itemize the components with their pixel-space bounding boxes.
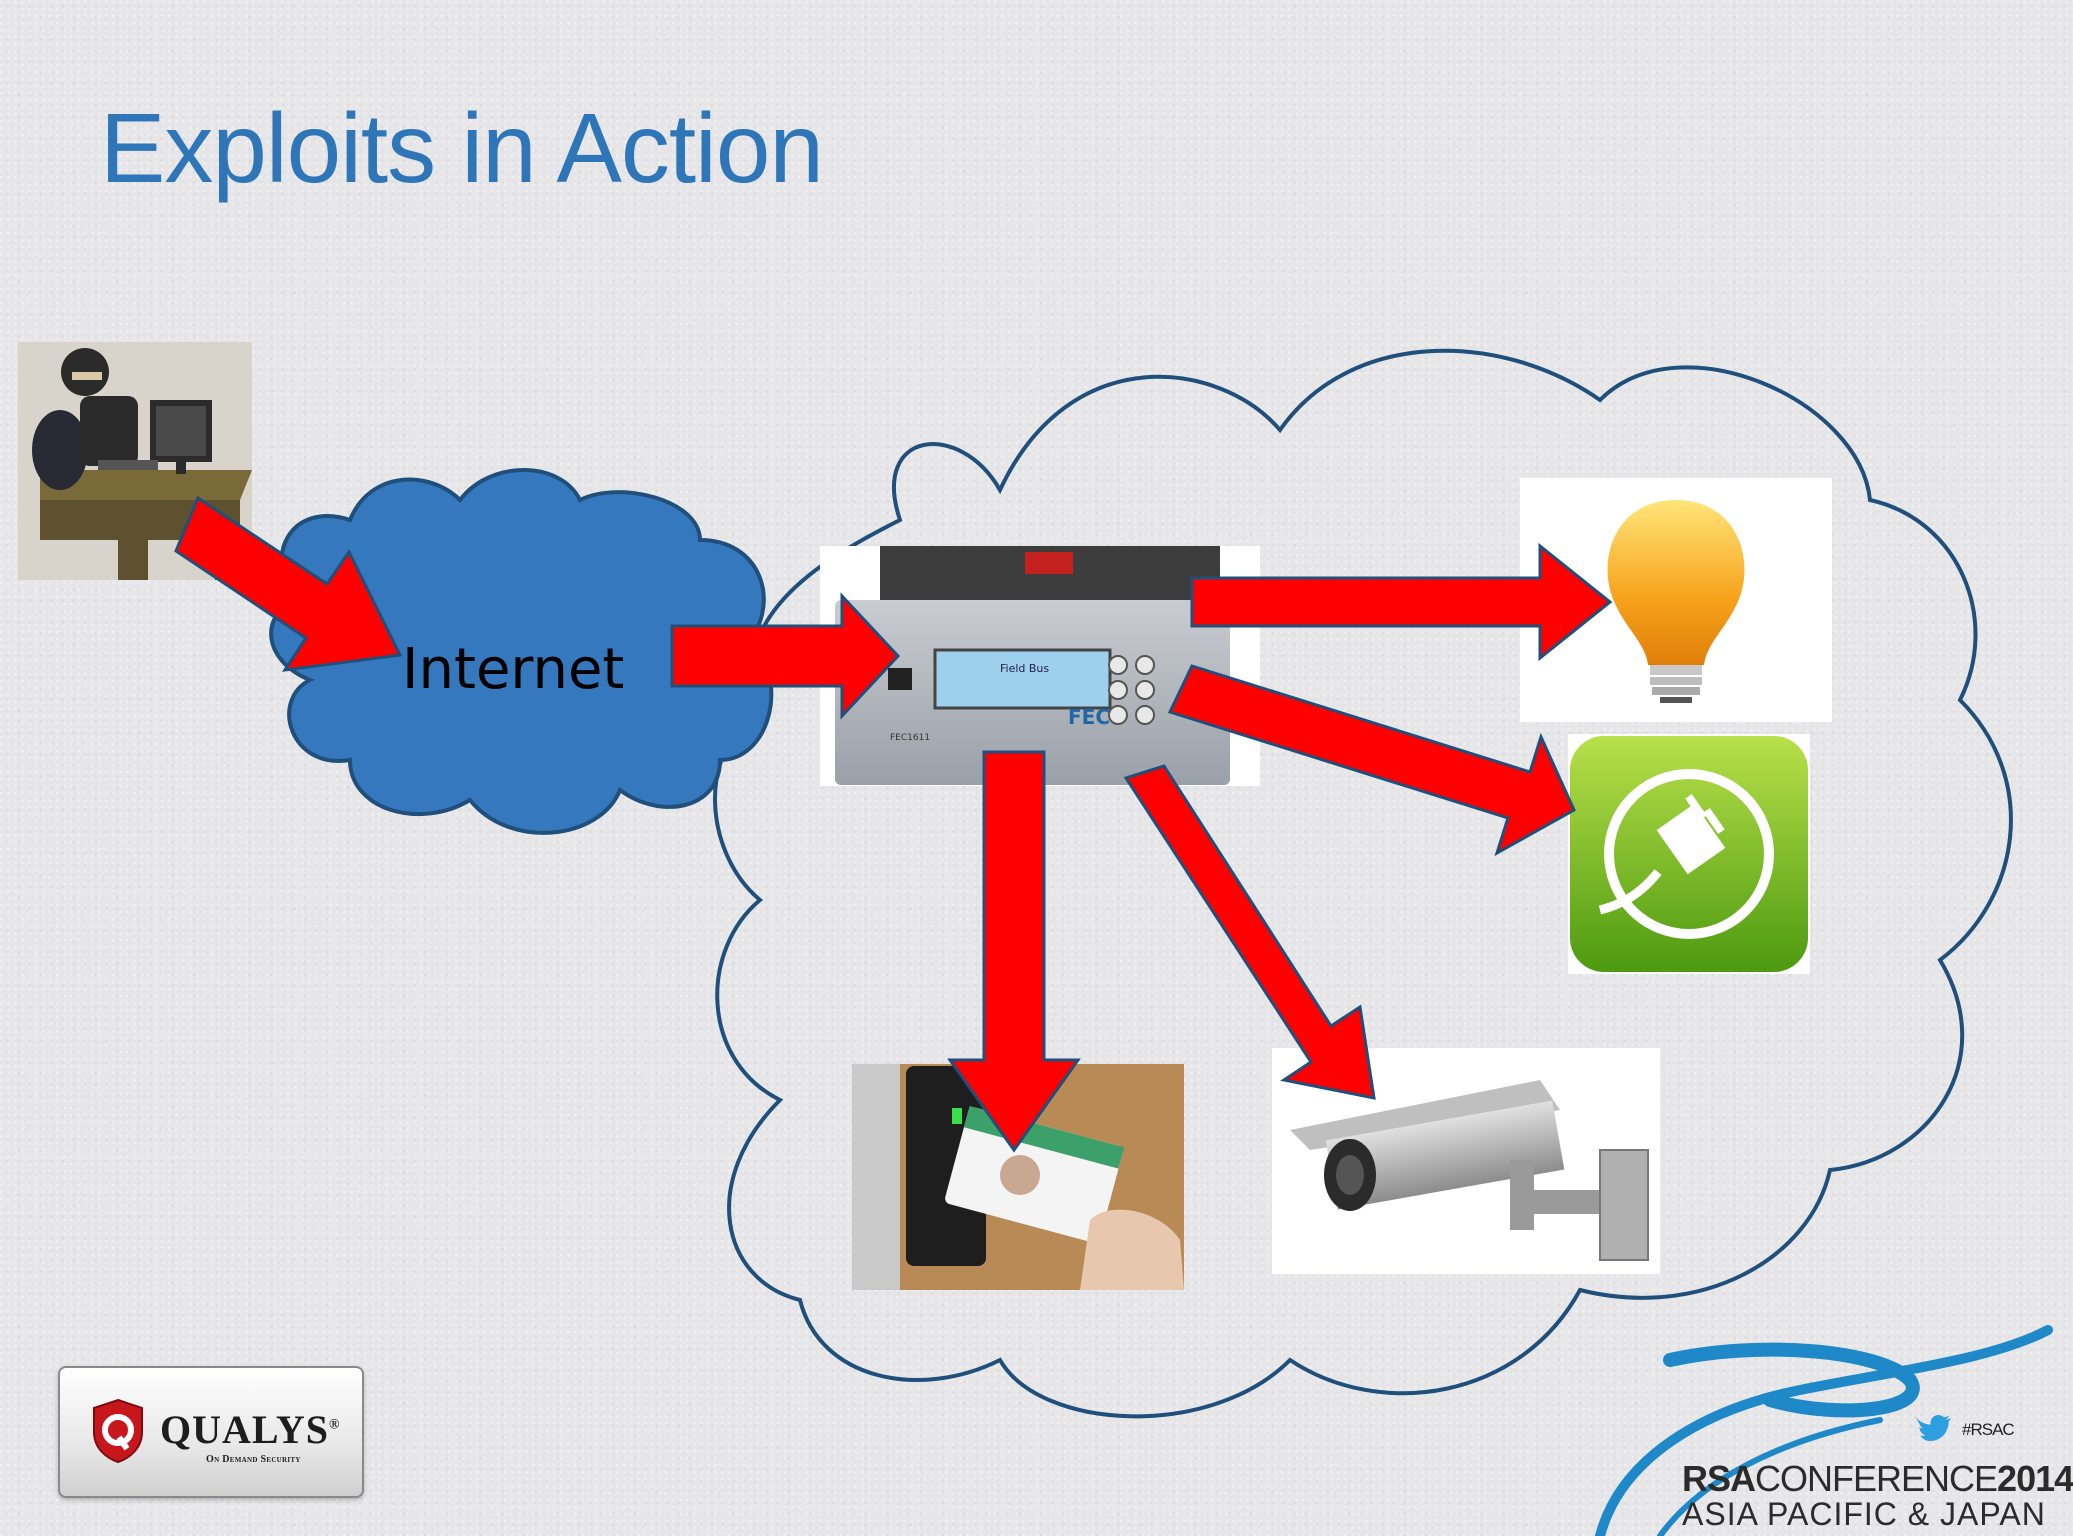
rsac-year: 2014 <box>1997 1458 2073 1499</box>
slide-title: Exploits in Action <box>100 93 824 203</box>
internet-cloud: Internet <box>269 468 774 835</box>
arrow-hacker-to-internet <box>174 495 403 672</box>
qualys-shield-icon <box>93 1398 143 1464</box>
power-plug-image <box>1568 734 1810 974</box>
arrow-controller-to-plug <box>1167 664 1576 857</box>
security-camera-image <box>1272 1048 1660 1274</box>
arrow-controller-to-bulb <box>1190 542 1613 662</box>
controller-brand-text: FEC <box>1068 705 1110 729</box>
rsac-word: CONFERENCE <box>1755 1458 1998 1499</box>
rsac-hashtag: #RSAC <box>1962 1420 2015 1439</box>
twitter-icon <box>1915 1415 1951 1441</box>
arrow-controller-to-camera <box>1123 764 1376 1100</box>
arrow-controller-to-badge <box>947 750 1081 1153</box>
qualys-name: QUALYS® <box>160 1406 341 1453</box>
qualys-tagline: On Demand Security <box>206 1454 301 1465</box>
rsac-prefix: RSA <box>1682 1458 1756 1499</box>
building-controller-image: Field Bus FEC FEC1611 <box>820 546 1260 786</box>
rsac-conference-name: RSACONFERENCE2014 <box>1682 1458 2073 1500</box>
controller-display-text: Field Bus <box>1000 662 1049 675</box>
rsac-region: ASIA PACIFIC & JAPAN <box>1682 1496 2046 1532</box>
arrow-internet-to-controller <box>670 592 901 720</box>
internet-label: Internet <box>402 637 624 702</box>
attack-arrows <box>174 495 1613 1153</box>
qualys-name-text: QUALYS <box>160 1407 330 1452</box>
qualys-logo: QUALYS® On Demand Security <box>58 1366 364 1498</box>
qualys-registered-mark: ® <box>329 1417 341 1433</box>
rsac-ribbon <box>1595 1325 2053 1536</box>
controller-model-text: FEC1611 <box>890 733 930 743</box>
building-network-cloud <box>713 348 2013 1419</box>
